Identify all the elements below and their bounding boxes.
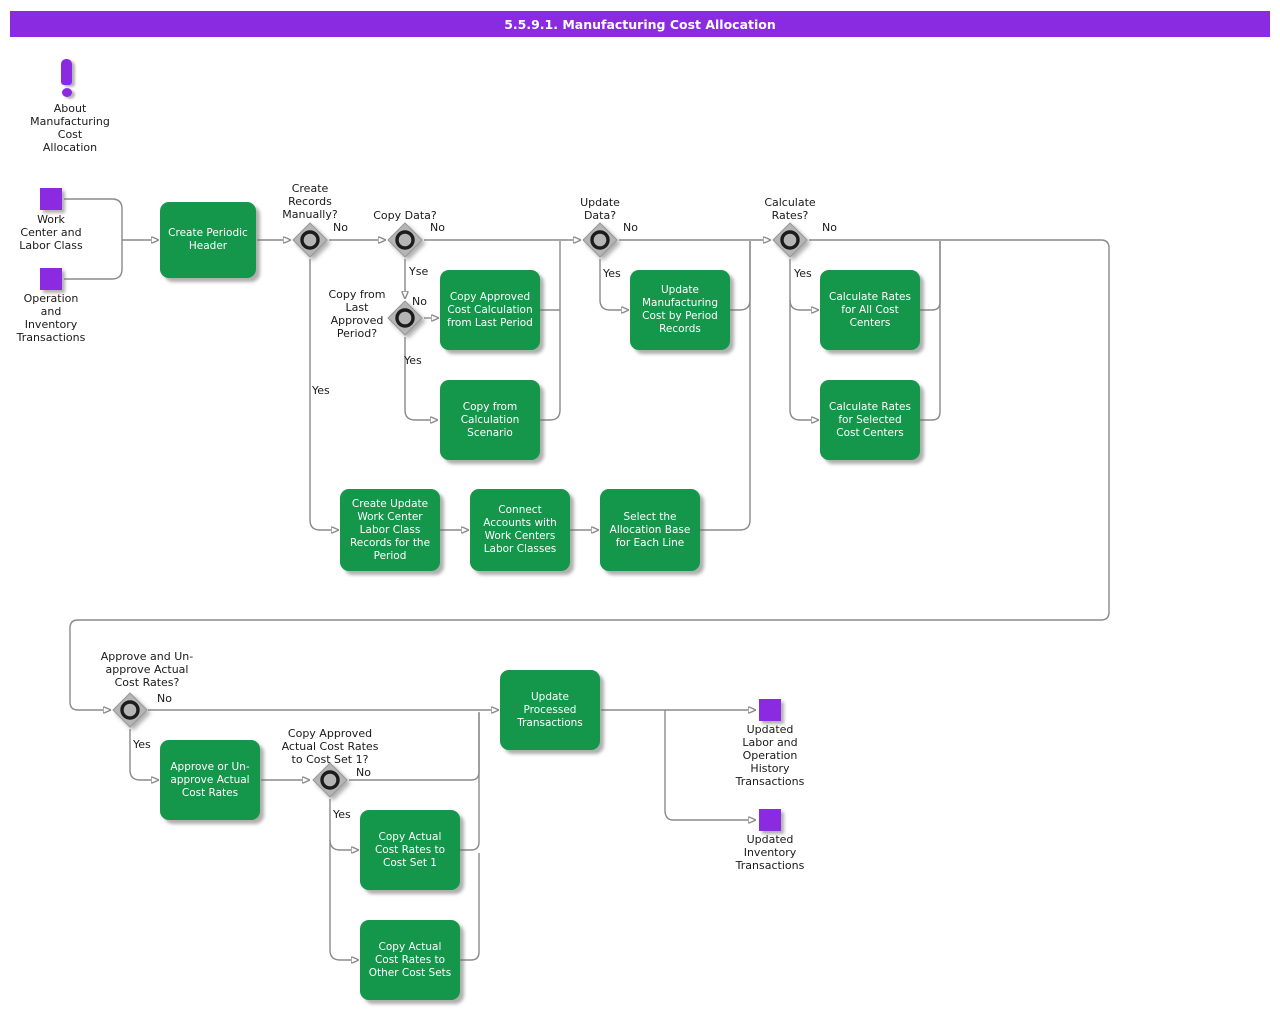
output-updated-labor-label: Updated Labor and Operation History Tran… [735,723,805,788]
process-create-periodic-header[interactable]: Create Periodic Header [160,202,256,278]
decision-label-approve-rates: Approve and Un- approve Actual Cost Rate… [100,650,194,689]
branch-calculate-rates-no: No [822,221,837,234]
decision-approve-rates [110,690,150,730]
input-work-center-label: Work Center and Labor Class [19,213,83,252]
decision-copy-data [385,220,425,260]
page-title: 5.5.9.1. Manufacturing Cost Allocation [504,16,776,32]
process-select-allocation[interactable]: Select the Allocation Base for Each Line [600,489,700,571]
branch-copy-last-period-no: No [412,295,427,308]
process-copy-actual-set1[interactable]: Copy Actual Cost Rates to Cost Set 1 [360,810,460,890]
decision-label-copy-data: Copy Data? [373,209,437,222]
process-copy-actual-other[interactable]: Copy Actual Cost Rates to Other Cost Set… [360,920,460,1000]
decision-label-create-records: Create Records Manually? [282,182,338,221]
process-copy-approved-cost[interactable]: Copy Approved Cost Calculation from Last… [440,270,540,350]
decision-label-copy-approved-rates: Copy Approved Actual Cost Rates to Cost … [281,727,379,766]
input-work-center-square[interactable] [40,188,62,210]
process-create-update-wc[interactable]: Create Update Work Center Labor Class Re… [340,489,440,571]
decision-copy-last-period [385,298,425,338]
output-updated-inventory-label: Updated Inventory Transactions [735,833,805,872]
branch-approve-rates-yes: Yes [133,738,151,751]
title-bar: 5.5.9.1. Manufacturing Cost Allocation [10,11,1270,37]
branch-create-records-yes: Yes [312,384,330,397]
branch-update-data-yes: Yes [603,267,621,280]
branch-copy-data-no: No [430,221,445,234]
process-approve-unapprove[interactable]: Approve or Un- approve Actual Cost Rates [160,740,260,820]
branch-copy-approved-rates-no: No [356,766,371,779]
exclamation-icon [61,59,72,85]
branch-create-records-no: No [333,221,348,234]
process-copy-from-scenario[interactable]: Copy from Calculation Scenario [440,380,540,460]
branch-update-data-no: No [623,221,638,234]
output-updated-inventory-square[interactable] [759,809,781,831]
branch-calculate-rates-yes: Yes [794,267,812,280]
output-updated-labor-square[interactable] [759,699,781,721]
decision-label-copy-last-period: Copy from Last Approved Period? [328,288,386,340]
branch-approve-rates-no: No [157,692,172,705]
process-update-processed[interactable]: Update Processed Transactions [500,670,600,750]
branch-copy-data-yes: Yse [409,265,429,278]
process-connect-accounts[interactable]: Connect Accounts with Work Centers Labor… [470,489,570,571]
decision-label-update-data: Update Data? [580,196,620,222]
process-update-mfg-cost[interactable]: Update Manufacturing Cost by Period Reco… [630,270,730,350]
decision-label-calculate-rates: Calculate Rates? [764,196,816,222]
process-calc-selected-centers[interactable]: Calculate Rates for Selected Cost Center… [820,380,920,460]
about-label: About Manufacturing Cost Allocation [30,102,110,154]
branch-copy-approved-rates-yes: Yes [333,808,351,821]
input-operation-label: Operation and Inventory Transactions [16,292,86,344]
decision-create-records [290,220,330,260]
input-operation-square[interactable] [40,268,62,290]
decision-copy-approved-rates [310,760,350,800]
exclamation-dot-icon [62,88,72,97]
process-calc-all-centers[interactable]: Calculate Rates for All Cost Centers [820,270,920,350]
decision-update-data [580,220,620,260]
branch-copy-last-period-yes: Yes [404,354,422,367]
decision-calculate-rates [770,220,810,260]
